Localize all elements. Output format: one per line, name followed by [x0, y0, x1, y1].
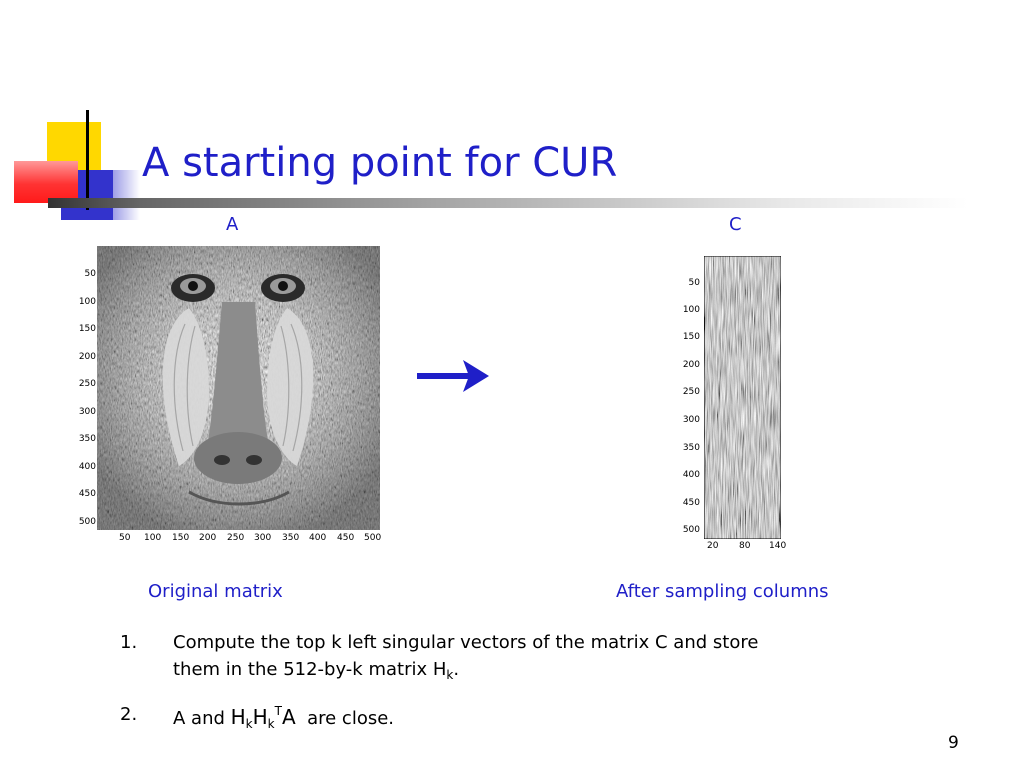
- logo-vertical-line: [86, 110, 89, 210]
- x-tick-label: 50: [119, 533, 131, 543]
- list-item-text-continued: them in the 512-by-k matrix Hk.: [173, 659, 459, 682]
- y-tick-label: 400: [78, 462, 96, 472]
- x-tick-label: 500: [364, 533, 382, 543]
- text-segment: are close.: [295, 708, 395, 729]
- matrix-c-label: C: [729, 214, 742, 235]
- y-tick-label: 400: [682, 470, 700, 480]
- math-symbol: H: [230, 705, 246, 729]
- math-symbol: A: [281, 705, 296, 729]
- y-tick-label: 300: [682, 415, 700, 425]
- page-number: 9: [948, 733, 959, 753]
- text-segment: A and: [173, 708, 231, 729]
- y-tick-label: 250: [682, 387, 700, 397]
- x-tick-label: 150: [172, 533, 190, 543]
- subscript: k: [267, 717, 275, 731]
- y-tick-label: 150: [682, 332, 700, 342]
- y-tick-label: 450: [78, 489, 96, 499]
- x-tick-label: 450: [337, 533, 355, 543]
- title-underline: [48, 198, 968, 208]
- logo-red-square: [14, 161, 78, 203]
- y-tick-label: 100: [78, 297, 96, 307]
- subscript: k: [245, 717, 253, 731]
- x-tick-label: 140: [769, 541, 787, 551]
- slide-title: A starting point for CUR: [142, 140, 618, 186]
- matrix-c-caption: After sampling columns: [616, 581, 829, 602]
- y-tick-label: 150: [78, 324, 96, 334]
- list-item-number: 1.: [120, 632, 138, 653]
- y-tick-label: 200: [682, 360, 700, 370]
- y-tick-label: 450: [682, 498, 700, 508]
- x-tick-label: 100: [144, 533, 162, 543]
- list-item-text: Compute the top k left singular vectors …: [173, 632, 759, 653]
- matrix-c-image: [704, 256, 781, 539]
- text-segment: .: [453, 659, 460, 680]
- math-symbol: H: [252, 705, 268, 729]
- x-tick-label: 300: [254, 533, 272, 543]
- text-segment: them in the 512-by-k matrix H: [173, 659, 447, 680]
- x-tick-label: 250: [227, 533, 245, 543]
- x-tick-label: 400: [309, 533, 327, 543]
- x-tick-label: 20: [707, 541, 719, 551]
- y-tick-label: 50: [84, 269, 96, 279]
- x-tick-label: 350: [282, 533, 300, 543]
- matrix-a-caption: Original matrix: [148, 581, 283, 602]
- logo-blue-fade: [100, 170, 140, 220]
- y-tick-label: 200: [78, 352, 96, 362]
- x-tick-label: 80: [739, 541, 751, 551]
- list-item-text: A and HkHkTA are close.: [173, 704, 394, 731]
- x-tick-label: 200: [199, 533, 217, 543]
- matrix-a-image: [97, 246, 380, 530]
- y-tick-label: 350: [78, 434, 96, 444]
- list-item-number: 2.: [120, 704, 138, 725]
- y-tick-label: 50: [688, 278, 700, 288]
- subscript: k: [446, 668, 454, 682]
- y-tick-label: 500: [78, 517, 96, 527]
- y-tick-label: 500: [682, 525, 700, 535]
- y-tick-label: 300: [78, 407, 96, 417]
- right-arrow-icon: [417, 360, 489, 392]
- y-tick-label: 100: [682, 305, 700, 315]
- matrix-a-label: A: [226, 214, 239, 235]
- y-tick-label: 250: [78, 379, 96, 389]
- y-tick-label: 350: [682, 443, 700, 453]
- superscript: T: [274, 704, 282, 718]
